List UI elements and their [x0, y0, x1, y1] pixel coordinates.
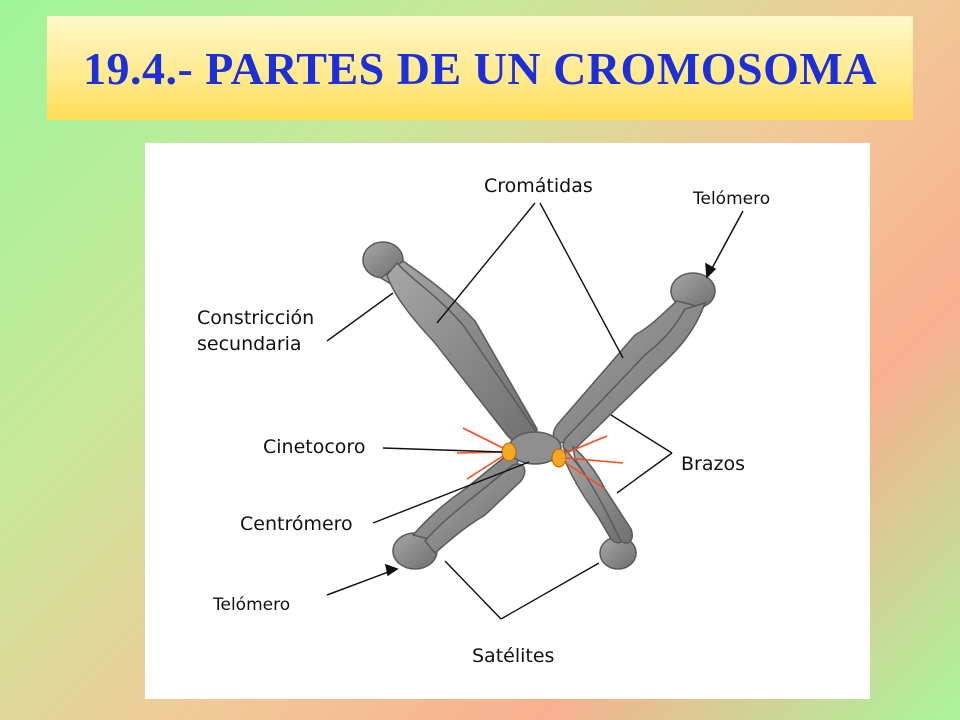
label-constriccion-line2: secundaria [197, 333, 302, 355]
slide-title: 19.4.- PARTES DE UN CROMOSOMA [82, 42, 878, 94]
label-constriccion-line1: Constricción [197, 307, 315, 329]
kinetochore-left [501, 442, 517, 462]
kinetochore-right [551, 448, 567, 468]
chromatid-lower-right [564, 445, 637, 570]
label-satelites: Satélites [472, 645, 555, 667]
chromatid-upper-right [552, 272, 716, 452]
pointer-lines [326, 202, 673, 620]
label-cinetocoro: Cinetocoro [263, 436, 366, 458]
telomere-arrows [326, 210, 744, 596]
chromosome-illustration [326, 202, 744, 620]
chromosome-diagram: Cromátidas Telómero Constricción secunda… [145, 143, 870, 699]
label-centromero: Centrómero [240, 513, 353, 535]
chromatid-upper-left [362, 241, 538, 446]
label-telomero-top: Telómero [693, 189, 771, 209]
label-brazos: Brazos [681, 453, 745, 475]
chromatid-lower-left [392, 452, 526, 570]
title-banner: 19.4.- PARTES DE UN CROMOSOMA [47, 16, 913, 120]
label-cromatidas: Cromátidas [484, 175, 593, 197]
label-telomero-bottom: Telómero [213, 595, 291, 615]
